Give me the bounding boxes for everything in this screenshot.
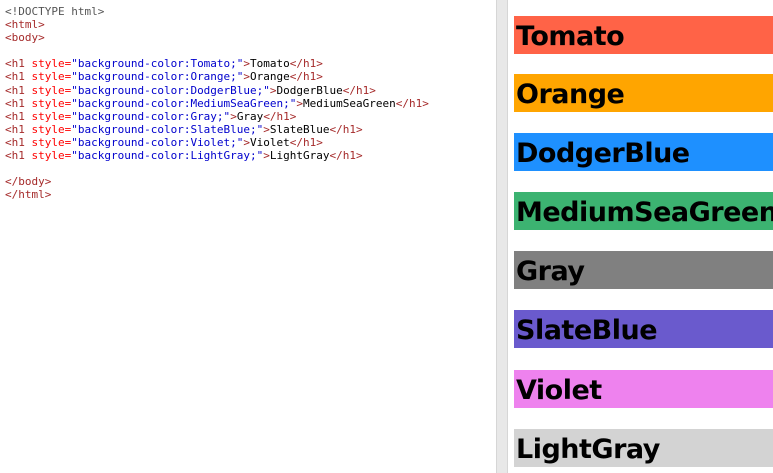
code-doctype: <!DOCTYPE html>	[5, 5, 105, 18]
code-tag-close: >	[269, 83, 277, 97]
code-text: SlateBlue	[269, 122, 330, 136]
code-line[interactable]: <h1 style="background-color:LightGray;">…	[5, 149, 496, 162]
code-tag: </html>	[5, 188, 52, 202]
code-attr-value: "background-color:MediumSeaGreen;"	[71, 96, 297, 110]
code-line[interactable]	[5, 162, 496, 175]
code-line[interactable]: <h1 style="background-color:Tomato;">Tom…	[5, 57, 496, 70]
code-line[interactable]: <h1 style="background-color:Gray;">Gray<…	[5, 110, 496, 123]
code-attr-name: style=	[24, 57, 72, 71]
code-tag-end: </h1>	[342, 83, 376, 97]
heading-slateblue: SlateBlue	[514, 310, 773, 348]
code-text: LightGray	[269, 149, 330, 163]
code-text: Violet	[250, 135, 290, 149]
code-tag-end: </h1>	[395, 96, 429, 110]
code-tag: <html>	[5, 18, 45, 32]
code-attr-value: "background-color:Orange;"	[71, 70, 244, 84]
heading-tomato: Tomato	[514, 16, 773, 54]
heading-mediumseagreen: MediumSeaGreen	[514, 192, 773, 230]
code-line[interactable]: <body>	[5, 31, 496, 44]
code-line[interactable]: <h1 style="background-color:Orange;">Ora…	[5, 70, 496, 83]
code-tag-end: </h1>	[329, 122, 363, 136]
code-tag: <body>	[5, 31, 45, 45]
code-line[interactable]: <h1 style="background-color:MediumSeaGre…	[5, 97, 496, 110]
code-tag-open: <h1	[5, 96, 25, 110]
code-attr-name: style=	[24, 149, 72, 163]
code-attr-value: "background-color:Gray;"	[71, 109, 231, 123]
code-attr-name: style=	[24, 109, 72, 123]
heading-violet: Violet	[514, 370, 773, 408]
code-line[interactable]: <h1 style="background-color:DodgerBlue;"…	[5, 84, 496, 97]
code-attr-value: "background-color:LightGray;"	[71, 149, 264, 163]
code-attr-value: "background-color:Violet;"	[71, 135, 244, 149]
code-tag-open: <h1	[5, 109, 25, 123]
code-line[interactable]: <html>	[5, 18, 496, 31]
heading-lightgray: LightGray	[514, 429, 773, 467]
code-tag-close: >	[243, 57, 251, 71]
heading-gray: Gray	[514, 251, 773, 289]
result-pane: Tomato Orange DodgerBlue MediumSeaGreen …	[508, 0, 773, 473]
code-tag-open: <h1	[5, 83, 25, 97]
code-line[interactable]: <h1 style="background-color:SlateBlue;">…	[5, 123, 496, 136]
code-line[interactable]: </body>	[5, 175, 496, 188]
code-tag-open: <h1	[5, 70, 25, 84]
code-attr-name: style=	[24, 83, 72, 97]
heading-orange: Orange	[514, 74, 773, 112]
code-tag-end: </h1>	[289, 135, 323, 149]
code-text: Gray	[236, 109, 264, 123]
code-text: Tomato	[250, 57, 290, 71]
code-attr-name: style=	[24, 135, 72, 149]
code-attr-value: "background-color:DodgerBlue;"	[71, 83, 270, 97]
code-attr-value: "background-color:SlateBlue;"	[71, 122, 264, 136]
code-tag-open: <h1	[5, 149, 25, 163]
code-tag-open: <h1	[5, 122, 25, 136]
code-text: DodgerBlue	[276, 83, 343, 97]
code-line[interactable]: <h1 style="background-color:Violet;">Vio…	[5, 136, 496, 149]
code-tag-close: >	[243, 135, 251, 149]
code-tag-end: </h1>	[329, 149, 363, 163]
code-attr-name: style=	[24, 70, 72, 84]
code-line[interactable]	[5, 44, 496, 57]
code-line[interactable]: <!DOCTYPE html>	[5, 5, 496, 18]
code-line[interactable]: </html>	[5, 188, 496, 201]
heading-dodgerblue: DodgerBlue	[514, 133, 773, 171]
code-tag-open: <h1	[5, 57, 25, 71]
code-tag-close: >	[263, 122, 270, 136]
pane-divider[interactable]	[496, 0, 508, 473]
code-text: MediumSeaGreen	[303, 96, 396, 110]
code-text: Orange	[250, 70, 290, 84]
code-editor[interactable]: <!DOCTYPE html><html><body> <h1 style="b…	[0, 0, 496, 473]
code-tag: </body>	[5, 175, 52, 189]
code-tag-end: </h1>	[263, 109, 297, 123]
code-attr-name: style=	[24, 96, 72, 110]
code-tag-open: <h1	[5, 135, 25, 149]
code-tag-close: >	[243, 70, 251, 84]
code-attr-value: "background-color:Tomato;"	[71, 57, 244, 71]
code-tag-end: </h1>	[289, 57, 323, 71]
code-tag-close: >	[263, 149, 270, 163]
code-tag-close: >	[230, 109, 237, 123]
code-tag-end: </h1>	[289, 70, 323, 84]
code-attr-name: style=	[24, 122, 72, 136]
code-tag-close: >	[296, 96, 304, 110]
